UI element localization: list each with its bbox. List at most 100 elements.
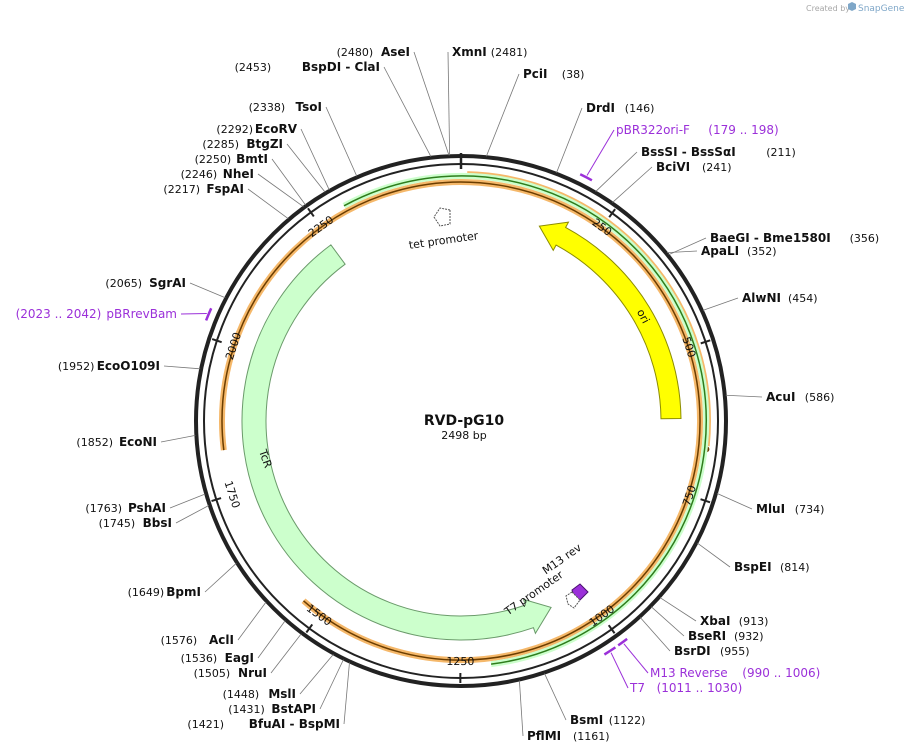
site-bpmi[interactable]: BpmI(1649) — [128, 585, 201, 599]
orf-left-line — [221, 181, 701, 661]
site-pflmi[interactable]: PflMI(1161) — [527, 729, 610, 743]
site-acli[interactable]: AclI(1576) — [161, 633, 234, 647]
site-bspdi[interactable]: BspDI - ClaI(2453) — [235, 60, 380, 74]
site-bfuai[interactable]: BfuAI - BspMI (1421) — [187, 717, 340, 731]
site-leader-line — [271, 158, 306, 206]
site-leader-line — [286, 143, 326, 193]
site-drdi[interactable]: DrdI(146) — [586, 101, 654, 115]
site-position: (2292) — [216, 123, 253, 136]
primer-leader-line — [586, 129, 615, 176]
tick-label: 1500 — [304, 602, 334, 629]
tick-label: 1750 — [222, 479, 243, 510]
site-leader-line — [486, 73, 520, 157]
site-leader-line — [257, 620, 286, 659]
site-leader-line — [651, 606, 685, 637]
site-xbai[interactable]: XbaI(913) — [700, 614, 768, 628]
site-bseri[interactable]: BseRI(932) — [688, 629, 764, 643]
tick-mark — [211, 497, 222, 503]
primer-range: (990 .. 1006) — [742, 666, 820, 680]
primer-range: (179 .. 198) — [708, 123, 778, 137]
primer-m13-reverse[interactable]: M13 Reverse(990 .. 1006) — [650, 666, 820, 680]
site-name: BsmI — [570, 713, 603, 727]
site-leader-line — [612, 166, 653, 203]
site-position: (932) — [734, 630, 764, 643]
plasmid-name: RVD-pG10 — [424, 413, 505, 429]
site-msli[interactable]: MslI(1448) — [223, 687, 296, 701]
site-leader-line — [160, 434, 196, 443]
site-sgrai[interactable]: SgrAI(2065) — [105, 276, 186, 290]
site-fspai[interactable]: FspAI(2217) — [163, 182, 244, 196]
site-leader-line — [413, 51, 450, 156]
site-leader-line — [716, 492, 753, 510]
site-leader-line — [175, 505, 209, 524]
site-ecoo109i[interactable]: EcoO109I(1952) — [58, 359, 160, 373]
site-name: XmnI — [452, 45, 487, 59]
site-bsmi[interactable]: BsmI (1122) — [570, 713, 645, 727]
site-name: BfuAI - BspMI — [249, 717, 340, 731]
credit-prefix: Created by — [806, 4, 850, 13]
site-leader-line — [169, 493, 206, 509]
primers: pBR322ori-F (179 .. 198) M13 Reverse(990 .… — [16, 123, 821, 695]
site-leader-line — [383, 66, 432, 157]
site-bsrdi[interactable]: BsrDI(955) — [674, 644, 750, 658]
site-baegi[interactable]: BaeGI - Bme1580I(356) — [710, 231, 879, 245]
site-position: (2285) — [202, 138, 239, 151]
site-leader-line — [639, 617, 671, 652]
site-pshai[interactable]: PshAI(1763) — [85, 501, 166, 515]
site-xmni[interactable]: XmnI(2481) — [452, 45, 527, 59]
credit-brand: SnapGene — [858, 4, 904, 14]
primer-pbrrevbam[interactable]: pBRrevBam(2023 .. 2042) — [16, 307, 177, 321]
site-position: (1421) — [187, 718, 224, 731]
primer-pbr322ori-f[interactable]: pBR322ori-F (179 .. 198) — [616, 123, 779, 137]
site-btgzi[interactable]: BtgZI (2285) — [202, 137, 283, 151]
site-acui[interactable]: AcuI(586) — [766, 390, 834, 404]
site-asei[interactable]: AseI(2480) — [337, 45, 410, 59]
site-nhei[interactable]: NheI(2246) — [181, 167, 254, 181]
site-pcii[interactable]: PciI(38) — [523, 67, 584, 81]
site-alwni[interactable]: AlwNI(454) — [742, 291, 818, 305]
site-mlui[interactable]: MluI(734) — [756, 502, 824, 516]
site-position: (1576) — [161, 634, 198, 647]
site-position: (1161) — [573, 730, 610, 743]
site-bsssi[interactable]: BssSI - BssSαI(211) — [641, 145, 796, 159]
site-eagi[interactable]: EagI(1536) — [181, 651, 254, 665]
feature-tcr-arrow — [241, 244, 552, 641]
site-name: XbaI — [700, 614, 730, 628]
tick-label: 750 — [680, 484, 699, 508]
site-leader-line — [189, 282, 226, 299]
site-leader-line — [595, 151, 638, 192]
site-bspei[interactable]: BspEI(814) — [734, 560, 810, 574]
site-position: (2480) — [337, 46, 374, 59]
primer-range: (1011 .. 1030) — [657, 681, 743, 695]
site-nrui[interactable]: NruI(1505) — [194, 666, 267, 680]
site-leader-line — [702, 297, 739, 311]
site-tsoi[interactable]: TsoI(2338) — [249, 100, 322, 114]
site-econi[interactable]: EcoNI(1852) — [76, 435, 157, 449]
plasmid-length: 2498 bp — [441, 429, 486, 442]
site-leader-line — [247, 188, 289, 220]
site-name: BtgZI — [246, 137, 283, 151]
site-bcivi[interactable]: BciVI(241) — [656, 160, 732, 174]
site-name: AcuI — [766, 390, 795, 404]
tick-mark — [211, 338, 222, 344]
site-bbsi[interactable]: BbsI(1745) — [99, 516, 172, 530]
site-position: (1448) — [223, 688, 260, 701]
site-leader-line — [270, 633, 302, 674]
site-name: BciVI — [656, 160, 690, 174]
primer-mark — [603, 646, 617, 656]
site-position: (2217) — [163, 183, 200, 196]
site-leader-line — [257, 173, 304, 207]
site-bstapi[interactable]: BstAPI(1431) — [228, 702, 316, 716]
site-leader-line — [544, 673, 567, 721]
primer-t7[interactable]: T7(1011 .. 1030) — [629, 681, 742, 695]
site-bmti[interactable]: BmtI(2250) — [195, 152, 268, 166]
feature-ori-label: ori — [634, 307, 652, 326]
site-name: SgrAI — [149, 276, 186, 290]
site-ecorv[interactable]: EcoRV(2292) — [216, 122, 297, 136]
site-position: (955) — [720, 645, 750, 658]
tick-mark — [305, 623, 314, 634]
site-position: (1122) — [609, 714, 646, 727]
site-apali[interactable]: ApaLI(352) — [701, 244, 777, 258]
site-position: (454) — [788, 292, 818, 305]
primer-name: pBR322ori-F — [616, 123, 690, 137]
